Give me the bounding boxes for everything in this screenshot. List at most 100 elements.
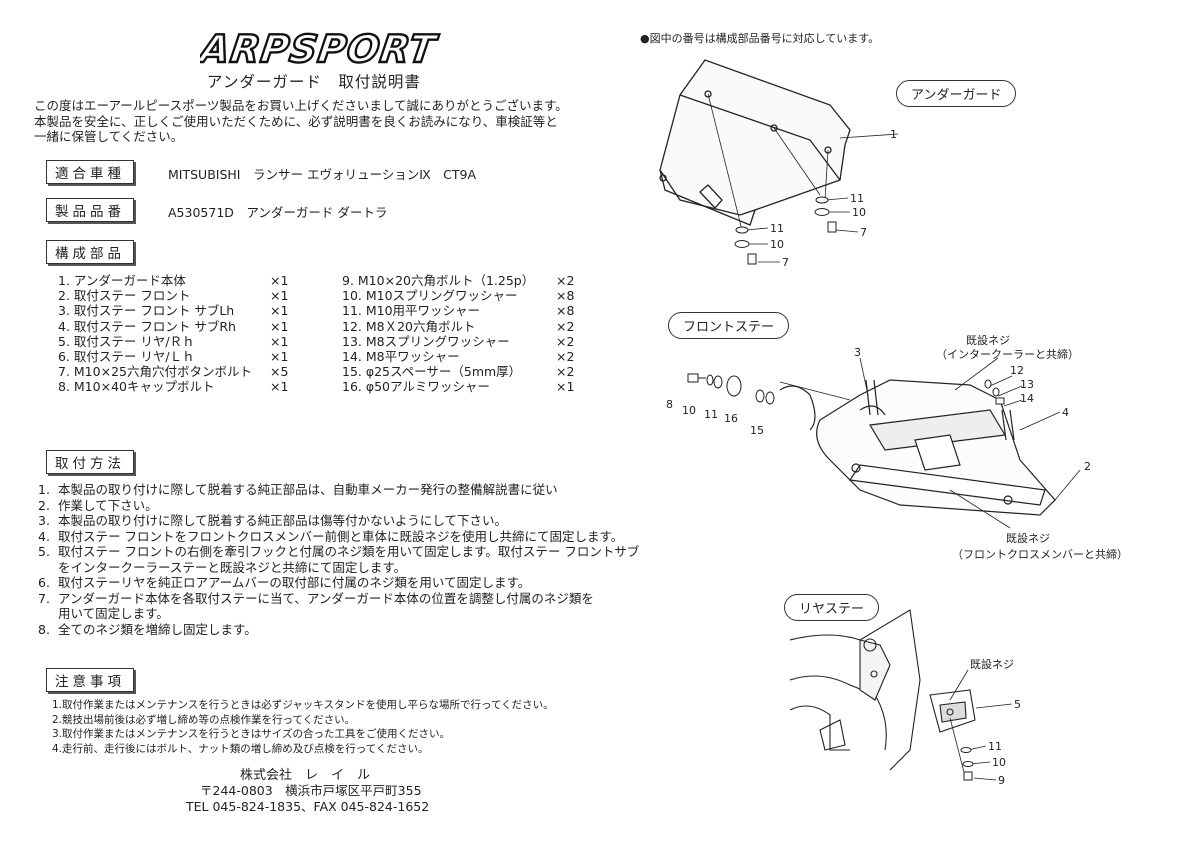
part-qty: ×8 bbox=[556, 303, 575, 319]
step-number: 4. bbox=[38, 528, 50, 544]
step-row: 1.本製品の取り付けに際して脱着する純正部品は、自動車メーカー発行の整備解説書に… bbox=[38, 482, 639, 498]
guard-title-badge: アンダーガード bbox=[896, 80, 1017, 107]
guard-callout: 11 bbox=[770, 222, 784, 235]
parts-label: 構成部品 bbox=[46, 240, 134, 264]
part-qty: ×2 bbox=[556, 273, 575, 288]
rear-existing-screw-label: 既設ネジ bbox=[970, 658, 1014, 671]
rear-callout: 11 bbox=[988, 740, 1002, 753]
front-existing-screw-note: （インタークーラーと共締） bbox=[936, 348, 1079, 361]
step-number: 3. bbox=[38, 513, 50, 528]
rear-callout: 10 bbox=[992, 756, 1006, 769]
part-name: 9. M10×20六角ボルト（1.25p） bbox=[342, 273, 535, 288]
part-row: 9. M10×20六角ボルト（1.25p） ×2 bbox=[342, 273, 582, 288]
front-stay-title-badge: フロントステー bbox=[668, 312, 790, 339]
caution-item: 4.走行前、走行後にはボルト、ナット類の増し締め及び点検を行ってください。 bbox=[52, 742, 429, 755]
part-name: 3. 取付ステー フロント サブLh bbox=[58, 303, 235, 319]
vehicle-label: 適合車種 bbox=[46, 160, 134, 184]
step-row: 2.作業して下さい。 bbox=[38, 498, 639, 514]
part-qty: ×1 bbox=[270, 303, 289, 319]
step-row: をインタークーラーステーと既設ネジと共締にて固定します。 bbox=[38, 560, 639, 576]
intro-line: この度はエーアールピースポーツ製品をお買い上げくださいまして誠にありがとうござい… bbox=[34, 98, 568, 113]
step-text: 本製品の取り付けに際して脱着する純正部品は傷等付かないようにして下さい。 bbox=[58, 513, 508, 528]
logo-text: ARPSPORT bbox=[200, 28, 441, 70]
guard-callout: 1 bbox=[890, 128, 897, 141]
step-text: 全てのネジ類を増締し固定します。 bbox=[58, 621, 257, 637]
part-name: 1. アンダーガード本体 bbox=[58, 273, 186, 288]
front-stay-diagram: 3 12 13 14 4 2 8 10 11 16 15 bbox=[666, 346, 1091, 529]
guard-leader-lines bbox=[707, 93, 899, 263]
product-value: A530571D アンダーガード ダートラ bbox=[168, 205, 388, 220]
front-existing-screw-label-2: 既設ネジ bbox=[1006, 532, 1050, 545]
part-row: 1. アンダーガード本体×1 bbox=[58, 273, 298, 288]
front-callout: 8 bbox=[666, 398, 673, 411]
step-number bbox=[38, 606, 58, 622]
step-text: 取付ステー フロントをフロントクロスメンバー前側と車体に既設ネジを使用し共締にて… bbox=[58, 528, 624, 544]
step-text: 取付ステー フロントの右側を牽引フックと付属のネジ類を用いて固定します。取付ステ… bbox=[58, 544, 640, 559]
guard-callout: 10 bbox=[770, 238, 784, 251]
company-name: 株式会社 レ イ ル bbox=[240, 768, 371, 783]
rear-stay-drawing bbox=[790, 609, 976, 771]
part-name: 12. M8Ｘ20六角ボルト bbox=[342, 318, 476, 334]
part-name: 2. 取付ステー フロント bbox=[58, 288, 191, 304]
part-row: 5. 取付ステー リヤ/Ｒｈ ×1 bbox=[58, 334, 298, 349]
step-row: 用いて固定します。 bbox=[38, 606, 639, 622]
part-name: 15. φ25スペーサー（5mm厚） bbox=[342, 364, 522, 380]
guard-callout: 7 bbox=[782, 256, 789, 269]
front-callout: 12 bbox=[1010, 364, 1024, 377]
guard-callout: 10 bbox=[852, 206, 866, 219]
front-callout: 10 bbox=[682, 404, 696, 417]
guard-body-drawing bbox=[659, 59, 851, 226]
step-number: 2. bbox=[38, 497, 50, 513]
rear-stay-diagram: 5 11 10 9 bbox=[790, 609, 1021, 787]
part-row: 16. φ50アルミワッシャー ×1 bbox=[342, 379, 582, 394]
front-callout: 11 bbox=[704, 408, 718, 421]
step-row: 7.アンダーガード本体を各取付ステーに当て、アンダーガード本体の位置を調整し付属… bbox=[38, 591, 639, 607]
rear-stay-title-badge: リヤステー bbox=[784, 594, 880, 621]
step-row: 4. 取付ステー フロントをフロントクロスメンバー前側と車体に既設ネジを使用し共締… bbox=[38, 529, 639, 545]
part-row: 11. M10用平ワッシャー×8 bbox=[342, 303, 582, 318]
intro-paragraph: この度はエーアールピースポーツ製品をお買い上げくださいまして誠にありがとうござい… bbox=[34, 98, 614, 145]
part-name: 4. 取付ステー フロント サブRh bbox=[58, 318, 236, 334]
step-text: 取付ステーリヤを純正ロアアームバーの取付部に付属のネジ類を用いて固定します。 bbox=[58, 575, 531, 590]
parts-list-left: 1. アンダーガード本体×1 2. 取付ステー フロント×1 3. 取付ステー … bbox=[58, 273, 298, 395]
product-label: 製品品番 bbox=[46, 198, 134, 222]
front-stay-drawing bbox=[779, 379, 1056, 516]
step-text: 用いて固定します。 bbox=[58, 606, 169, 621]
step-number: 8. bbox=[38, 621, 50, 637]
guard-callout: 7 bbox=[860, 226, 867, 239]
part-qty: ×1 bbox=[270, 333, 289, 349]
part-qty: ×1 bbox=[556, 379, 575, 395]
part-row: 6. 取付ステー リヤ/Ｌｈ ×1 bbox=[58, 349, 298, 364]
caution-label: 注意事項 bbox=[46, 668, 134, 692]
step-number: 1. bbox=[38, 482, 50, 497]
step-row: 8. 全てのネジ類を増締し固定します。 bbox=[38, 622, 639, 638]
front-callout: 3 bbox=[854, 346, 861, 359]
part-row: 10. M10スプリングワッシャー×8 bbox=[342, 288, 582, 303]
part-name: 8. M10×40キャップボルト bbox=[58, 379, 215, 395]
front-callout: 16 bbox=[724, 412, 738, 425]
part-row: 15. φ25スペーサー（5mm厚）×2 bbox=[342, 364, 582, 379]
install-steps: 1.本製品の取り付けに際して脱着する純正部品は、自動車メーカー発行の整備解説書に… bbox=[38, 482, 639, 637]
step-row: 6.取付ステーリヤを純正ロアアームバーの取付部に付属のネジ類を用いて固定します。 bbox=[38, 575, 639, 591]
part-qty: ×5 bbox=[270, 364, 289, 380]
parts-list-right: 9. M10×20六角ボルト（1.25p） ×2 10. M10スプリングワッシャ… bbox=[342, 273, 582, 395]
step-text: をインタークーラーステーと既設ネジと共締にて固定します。 bbox=[58, 559, 407, 575]
step-number: 5. bbox=[38, 544, 50, 559]
step-text: アンダーガード本体を各取付ステーに当て、アンダーガード本体の位置を調整し付属のネ… bbox=[58, 590, 594, 606]
part-name: 16. φ50アルミワッシャー bbox=[342, 379, 490, 395]
front-callout: 2 bbox=[1084, 460, 1091, 473]
diagram-note: ●図中の番号は構成部品番号に対応しています。 bbox=[640, 32, 880, 45]
part-name: 7. M10×25六角穴付ボタンボルト bbox=[58, 364, 252, 380]
front-leader-lines bbox=[779, 357, 1081, 529]
part-name: 10. M10スプリングワッシャー bbox=[342, 288, 518, 304]
part-name: 6. 取付ステー リヤ/Ｌｈ bbox=[58, 348, 195, 364]
part-qty: ×1 bbox=[270, 348, 289, 364]
under-guard-diagram: 1 11 10 7 11 10 7 bbox=[659, 59, 899, 269]
part-name: 5. 取付ステー リヤ/Ｒｈ bbox=[58, 333, 195, 349]
rear-hardware bbox=[960, 747, 974, 781]
vehicle-value: MITSUBISHI ランサー エヴォリューションⅨ CT9A bbox=[168, 167, 477, 182]
part-name: 13. M8スプリングワッシャー bbox=[342, 333, 510, 349]
step-row: 3. 本製品の取り付けに際して脱着する純正部品は傷等付かないようにして下さい。 bbox=[38, 513, 639, 529]
guard-hardware bbox=[734, 196, 837, 265]
company-contact: TEL 045-824-1835、FAX 045-824-1652 bbox=[186, 799, 430, 814]
